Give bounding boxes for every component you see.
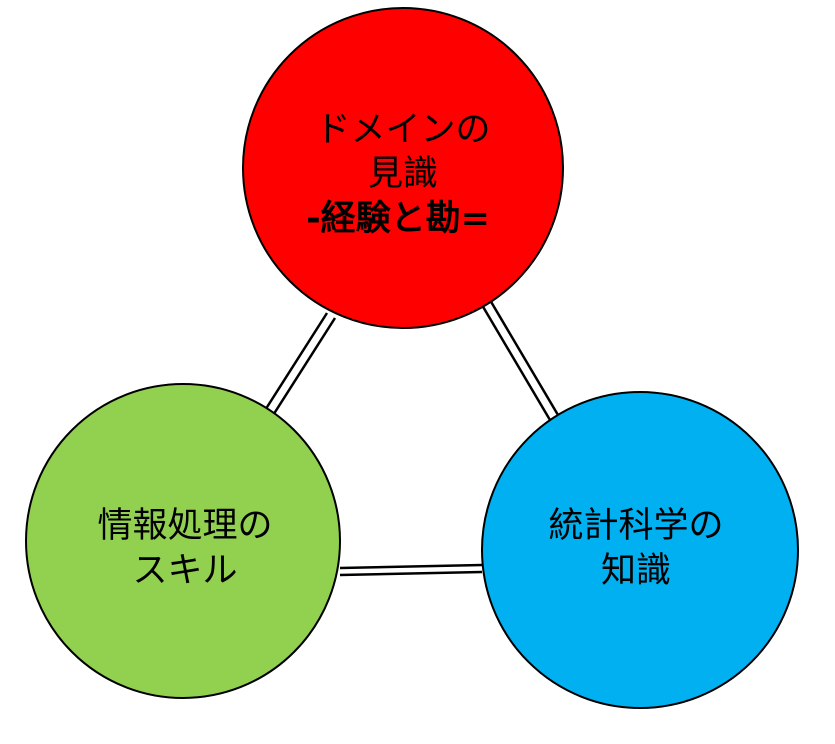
connector-info-stats-a (339, 563, 483, 570)
stats-label-line2: 知識 (601, 551, 671, 591)
connector-domain-info-b (268, 317, 337, 421)
stats-label-line1: 統計科学の (548, 506, 723, 546)
domain-label-line2: 見識 (368, 154, 438, 194)
domain-label-line3: -経験と勘= (306, 199, 490, 239)
info-label-line2: スキル (132, 551, 237, 591)
info-label-line1: 情報処理の (97, 506, 272, 546)
domain-label-line1: ドメインの (315, 110, 490, 150)
connector-domain-stats-a (480, 304, 552, 421)
statistics-knowledge-circle (481, 391, 799, 709)
connector-domain-info-a (260, 312, 329, 416)
connectors (260, 299, 560, 577)
domain-knowledge-circle (242, 7, 564, 329)
connector-info-stats-b (339, 570, 483, 577)
connector-domain-stats-b (488, 299, 560, 416)
info-processing-circle (25, 383, 341, 699)
